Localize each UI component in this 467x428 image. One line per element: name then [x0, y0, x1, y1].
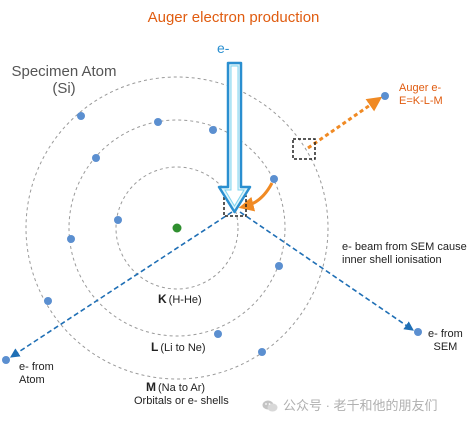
- beam-label: e-: [217, 40, 230, 56]
- specimen-atom-line2: (Si): [52, 80, 76, 98]
- electron-ejected-auger: [381, 92, 389, 100]
- scatter-path-atom: [9, 211, 233, 358]
- nucleus: [172, 223, 182, 233]
- m-shell: [25, 76, 329, 380]
- ionisation-note: e- beam from SEM causes inner shell ioni…: [342, 241, 467, 266]
- l-shell-range: (Li to Ne): [160, 342, 206, 354]
- electron: [154, 118, 162, 126]
- scatter-path-sem: [239, 211, 414, 331]
- orbitals-note: Orbitals or e- shells: [134, 395, 229, 407]
- k-shell-letter: K: [158, 292, 167, 306]
- electron: [67, 235, 75, 243]
- m-shell-label: M(Na to Ar): [146, 380, 206, 395]
- e-from-sem-label: e- from SEM: [428, 328, 463, 353]
- beam-arrow-inner: [224, 65, 245, 207]
- electron: [209, 126, 217, 134]
- k-shell: [115, 166, 239, 290]
- e-from-atom-label: e- from Atom: [19, 361, 54, 386]
- electron: [258, 348, 266, 356]
- watermark: 公众号 · 老千和他的朋友们: [262, 398, 438, 414]
- watermark-text: 公众号 · 老千和他的朋友们: [283, 398, 438, 413]
- l-shell: [68, 119, 286, 337]
- electron: [270, 175, 278, 183]
- electron-scattered-sem: [414, 328, 422, 336]
- vacancy-box-m: [292, 138, 316, 160]
- ionisation-line2: inner shell ionisation: [342, 253, 442, 266]
- electron: [92, 154, 100, 162]
- diagram-title: Auger electron production: [147, 9, 320, 26]
- electron: [44, 297, 52, 305]
- electrons: [2, 92, 422, 364]
- specimen-atom-label: Specimen Atom (Si): [4, 63, 124, 98]
- electron: [77, 112, 85, 120]
- l-shell-label: L(Li to Ne): [151, 340, 206, 355]
- k-shell-label: K(H-He): [158, 292, 202, 307]
- electron: [214, 330, 222, 338]
- k-shell-range: (H-He): [168, 294, 202, 306]
- m-shell-range: (Na to Ar): [158, 382, 206, 394]
- electron: [275, 262, 283, 270]
- e-from-atom-line1: e- from: [19, 361, 54, 373]
- transition-arrow: [238, 182, 274, 212]
- auger-label-line1: Auger e-: [399, 82, 442, 94]
- m-shell-letter: M: [146, 380, 156, 394]
- wechat-icon: [262, 400, 278, 412]
- auger-label: Auger e- E=K-L-M: [399, 82, 443, 107]
- e-from-sem-line2: SEM: [433, 340, 458, 353]
- electron: [114, 216, 122, 224]
- l-shell-letter: L: [151, 340, 159, 354]
- auger-emission-arrow: [307, 96, 383, 150]
- ionisation-line1: e- beam from SEM causes: [342, 241, 467, 253]
- auger-label-line2: E=K-L-M: [399, 94, 443, 107]
- e-from-sem-line1: e- from: [428, 328, 463, 340]
- specimen-atom-line1: Specimen Atom: [11, 63, 117, 80]
- e-from-atom-line2: Atom: [19, 373, 45, 386]
- electron-ejected-atom: [2, 356, 10, 364]
